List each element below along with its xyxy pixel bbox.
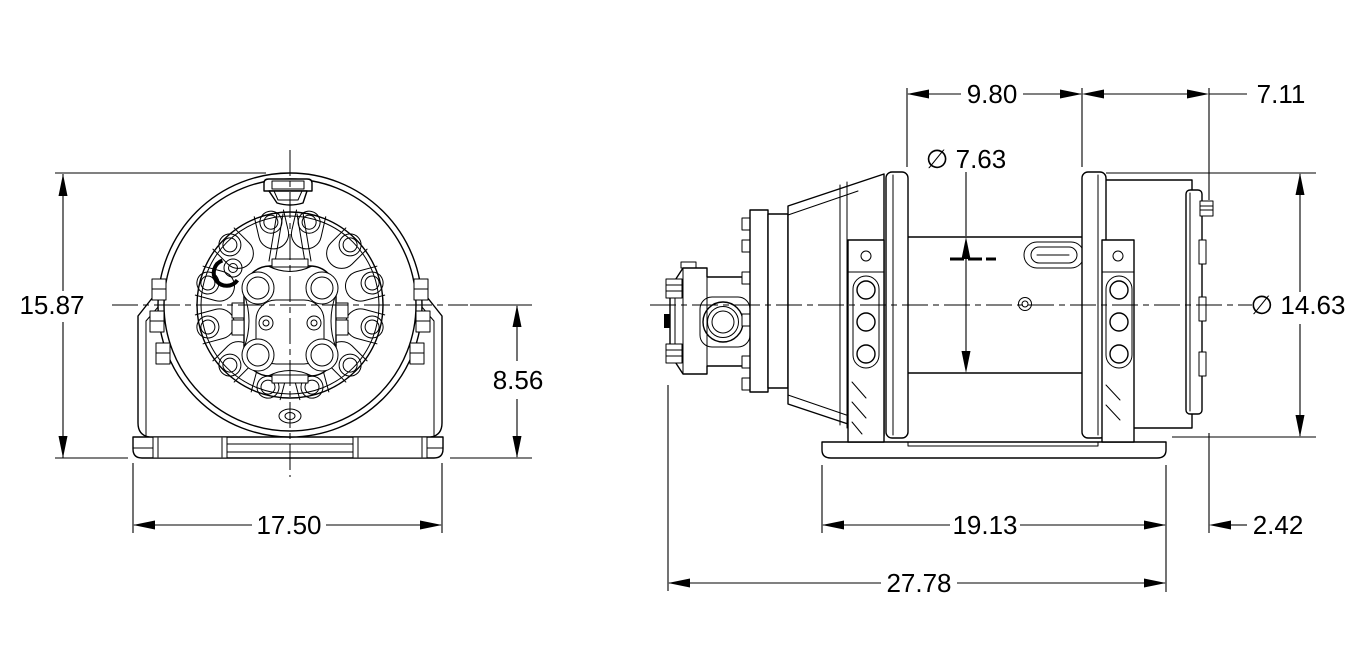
face-plug-port <box>211 258 243 288</box>
dim-overall-length: 27.78 <box>667 385 1166 598</box>
dim-end-section-length-label: 7.11 <box>1257 79 1306 109</box>
centerlines <box>112 150 1252 477</box>
dim-drum-length: 9.80 <box>906 79 1083 167</box>
dim-base-length: 19.13 <box>821 465 1167 592</box>
top-anchor-clamp <box>263 178 313 206</box>
side-view <box>664 171 1214 459</box>
dim-drum-diameter-label: ∅ 7.63 <box>926 144 1006 174</box>
dim-overall-height: 15.87 <box>19 172 266 459</box>
motor-adapter <box>741 209 789 393</box>
dim-drum-diameter: ∅ 7.63 <box>926 144 1006 373</box>
hydraulic-motor <box>664 261 753 375</box>
dim-end-section-length: 7.11 <box>1082 79 1305 200</box>
dim-base-length-label: 19.13 <box>952 510 1017 540</box>
dim-base-width: 17.50 <box>132 463 443 540</box>
left-support-plate <box>847 239 885 443</box>
dim-end-overhang: 2.42 <box>1208 433 1304 540</box>
dim-flange-diameter-label: ∅ 14.63 <box>1251 290 1346 320</box>
front-base-plate <box>132 436 444 459</box>
front-view <box>132 172 444 459</box>
flange-edge-tabs <box>149 278 431 365</box>
dim-overall-length-label: 27.78 <box>886 568 951 598</box>
dim-centerline-height: 8.56 <box>450 304 544 459</box>
dim-drum-length-label: 9.80 <box>967 79 1018 109</box>
right-support-plate <box>1101 239 1135 443</box>
grease-fitting <box>1018 297 1032 311</box>
v-notch <box>268 212 312 263</box>
dim-base-width-label: 17.50 <box>256 510 321 540</box>
side-base-plate <box>821 441 1167 459</box>
dim-overall-height-label: 15.87 <box>19 290 84 320</box>
dim-end-overhang-label: 2.42 <box>1253 510 1304 540</box>
dim-centerline-height-label: 8.56 <box>493 365 544 395</box>
dim-flange-diameter: ∅ 14.63 <box>1106 172 1346 438</box>
